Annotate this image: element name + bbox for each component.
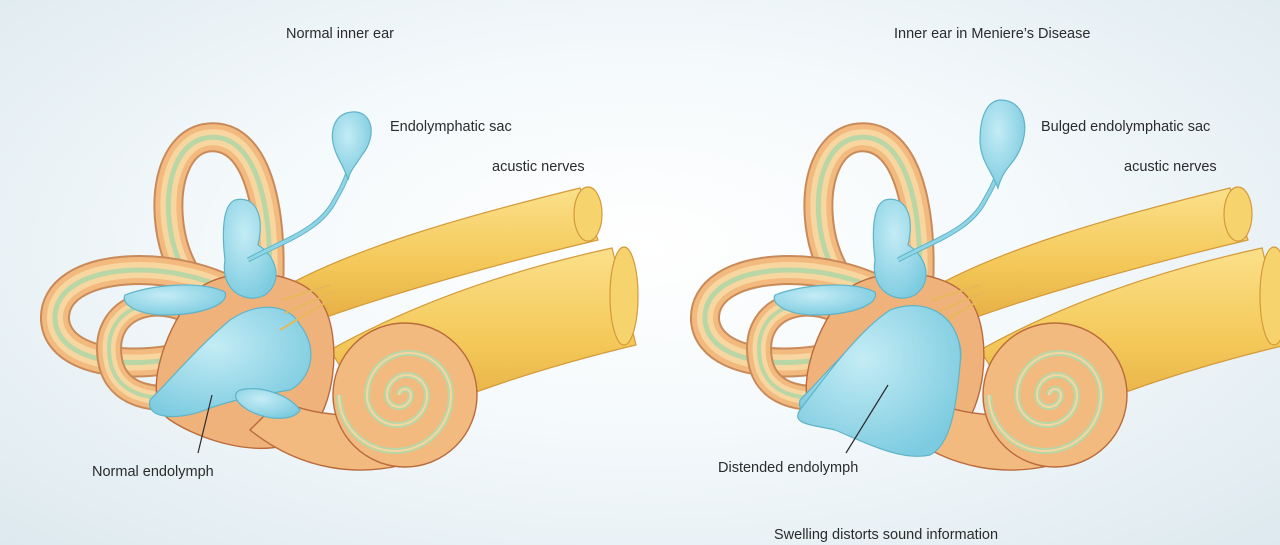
caption-swelling: Swelling distorts sound information <box>774 527 999 543</box>
label-endolymphatic-sac: Endolymphatic sac <box>390 119 512 135</box>
label-acoustic-nerves-right: acustic nerves <box>1124 159 1217 175</box>
distended-endolymph-overlay <box>797 99 1026 457</box>
label-acoustic-nerves-left: acustic nerves <box>492 159 585 175</box>
left-title: Normal inner ear <box>286 26 394 42</box>
right-title: Inner ear in Meniere’s Disease <box>894 26 1091 42</box>
leader-distended-endolymph <box>845 384 889 454</box>
leader-normal-endolymph <box>197 394 213 454</box>
label-bulged-endolymphatic-sac: Bulged endolymphatic sac <box>1041 119 1211 135</box>
label-distended-endolymph: Distended endolymph <box>718 460 859 476</box>
label-normal-endolymph: Normal endolymph <box>92 464 214 480</box>
